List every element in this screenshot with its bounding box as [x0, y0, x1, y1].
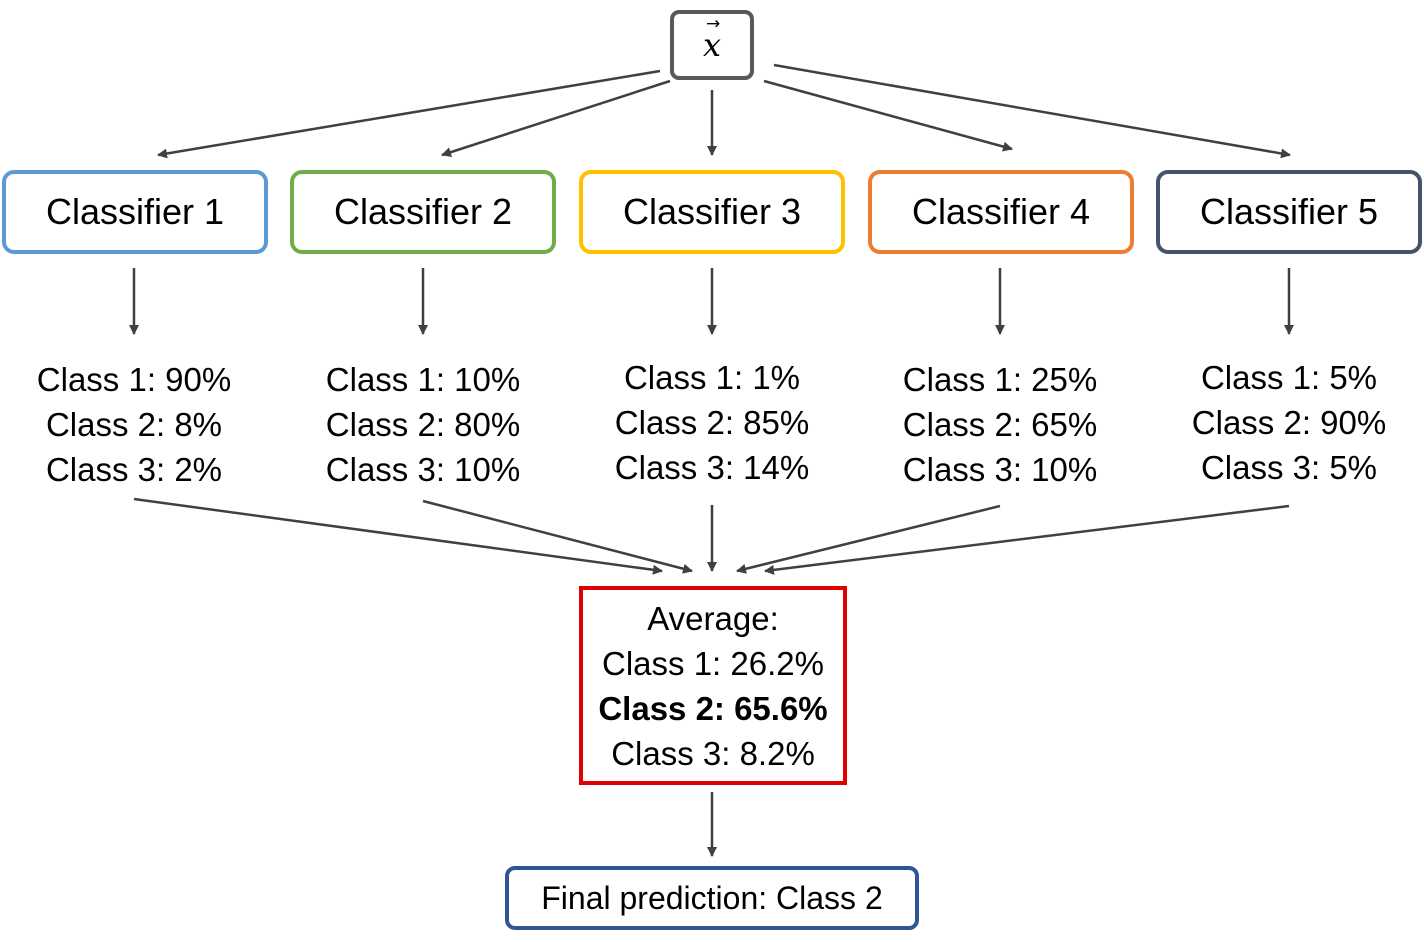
classifier-1-probabilities: Class 1: 90% Class 2: 8% Class 3: 2% [1, 357, 267, 492]
average-class-1: Class 1: 26.2% [602, 644, 824, 682]
input-vector-letter: x [702, 26, 722, 64]
classifier-5-probabilities: Class 1: 5% Class 2: 90% Class 3: 5% [1156, 355, 1422, 490]
average-box: Average: Class 1: 26.2% Class 2: 65.6% C… [579, 586, 847, 785]
classifier-1-class-3-prob: Class 3: 2% [45, 451, 223, 488]
classifier-4-probabilities: Class 1: 25% Class 2: 65% Class 3: 10% [867, 357, 1133, 492]
classifier-2-class-2-prob: Class 2: 80% [325, 406, 521, 443]
arrow-input-to-classifier-2 [441, 79, 671, 157]
classifier-5-class-3-prob: Class 3: 5% [1200, 449, 1378, 486]
average-title: Average: [647, 599, 779, 637]
classifier-2-probabilities: Class 1: 10% Class 2: 80% Class 3: 10% [290, 357, 556, 492]
classifier-2-label: Classifier 2 [333, 191, 513, 232]
classifier-1-class-1-prob: Class 1: 90% [36, 361, 232, 398]
classifier-5-class-2-prob: Class 2: 90% [1191, 404, 1387, 441]
classifier-4-class-1-prob: Class 1: 25% [902, 361, 1098, 398]
classifier-5-class-1-prob: Class 1: 5% [1200, 359, 1378, 396]
classifier-1-label: Classifier 1 [45, 191, 225, 232]
input-vector-box: → x [670, 10, 754, 80]
classifier-5-label: Classifier 5 [1199, 191, 1379, 232]
arrow-input-to-classifier-1 [157, 69, 661, 159]
classifier-3-class-1-prob: Class 1: 1% [623, 359, 801, 396]
arrow-probs-2-to-average [422, 499, 693, 574]
arrow-input-to-classifier-5 [773, 63, 1291, 159]
arrow-probs-4-to-average [736, 504, 1001, 574]
classifier-4-class-2-prob: Class 2: 65% [902, 406, 1098, 443]
classifier-3-box: Classifier 3 [579, 170, 845, 254]
classifier-2-class-1-prob: Class 1: 10% [325, 361, 521, 398]
final-prediction-label: Final prediction: Class 2 [541, 879, 883, 916]
classifier-3-class-2-prob: Class 2: 85% [614, 404, 810, 441]
classifier-3-class-3-prob: Class 3: 14% [614, 449, 810, 486]
classifier-1-box: Classifier 1 [2, 170, 268, 254]
classifier-3-label: Classifier 3 [622, 191, 802, 232]
classifier-1-class-2-prob: Class 2: 8% [45, 406, 223, 443]
average-class-2-winner: Class 2: 65.6% [598, 689, 828, 727]
arrow-input-to-classifier-4 [763, 79, 1013, 152]
classifier-4-class-3-prob: Class 3: 10% [902, 451, 1098, 488]
classifier-4-box: Classifier 4 [868, 170, 1134, 254]
classifier-3-probabilities: Class 1: 1% Class 2: 85% Class 3: 14% [579, 355, 845, 490]
classifier-2-class-3-prob: Class 3: 10% [325, 451, 521, 488]
vector-arrow-accent: → [705, 14, 721, 34]
input-vector-symbol: → x [702, 14, 722, 64]
final-prediction-box: Final prediction: Class 2 [505, 866, 919, 930]
classifier-4-label: Classifier 4 [911, 191, 1091, 232]
arrow-probs-5-to-average [764, 504, 1290, 575]
average-class-3: Class 3: 8.2% [611, 734, 815, 772]
classifier-5-box: Classifier 5 [1156, 170, 1422, 254]
classifier-2-box: Classifier 2 [290, 170, 556, 254]
arrow-probs-1-to-average [133, 497, 663, 575]
